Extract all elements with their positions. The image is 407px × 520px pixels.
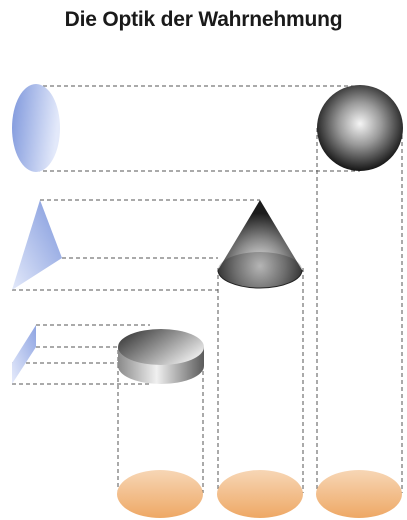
guide-lines: [12, 85, 403, 493]
sphere-shape: [317, 85, 403, 171]
parallelogram-projection-shape: [12, 325, 36, 384]
bottom-ellipse-projection-shape: [117, 470, 203, 518]
bottom-ellipse-projection-shape: [316, 470, 402, 518]
cone-shape: [217, 200, 303, 289]
triangle-projection-shape: [12, 200, 62, 290]
bottom-ellipse-projection-shape: [217, 470, 303, 518]
disc-shape: [118, 329, 204, 384]
page-title: Die Optik der Wahrnehmung: [64, 8, 343, 31]
ellipse-projection-shape: [12, 84, 60, 172]
